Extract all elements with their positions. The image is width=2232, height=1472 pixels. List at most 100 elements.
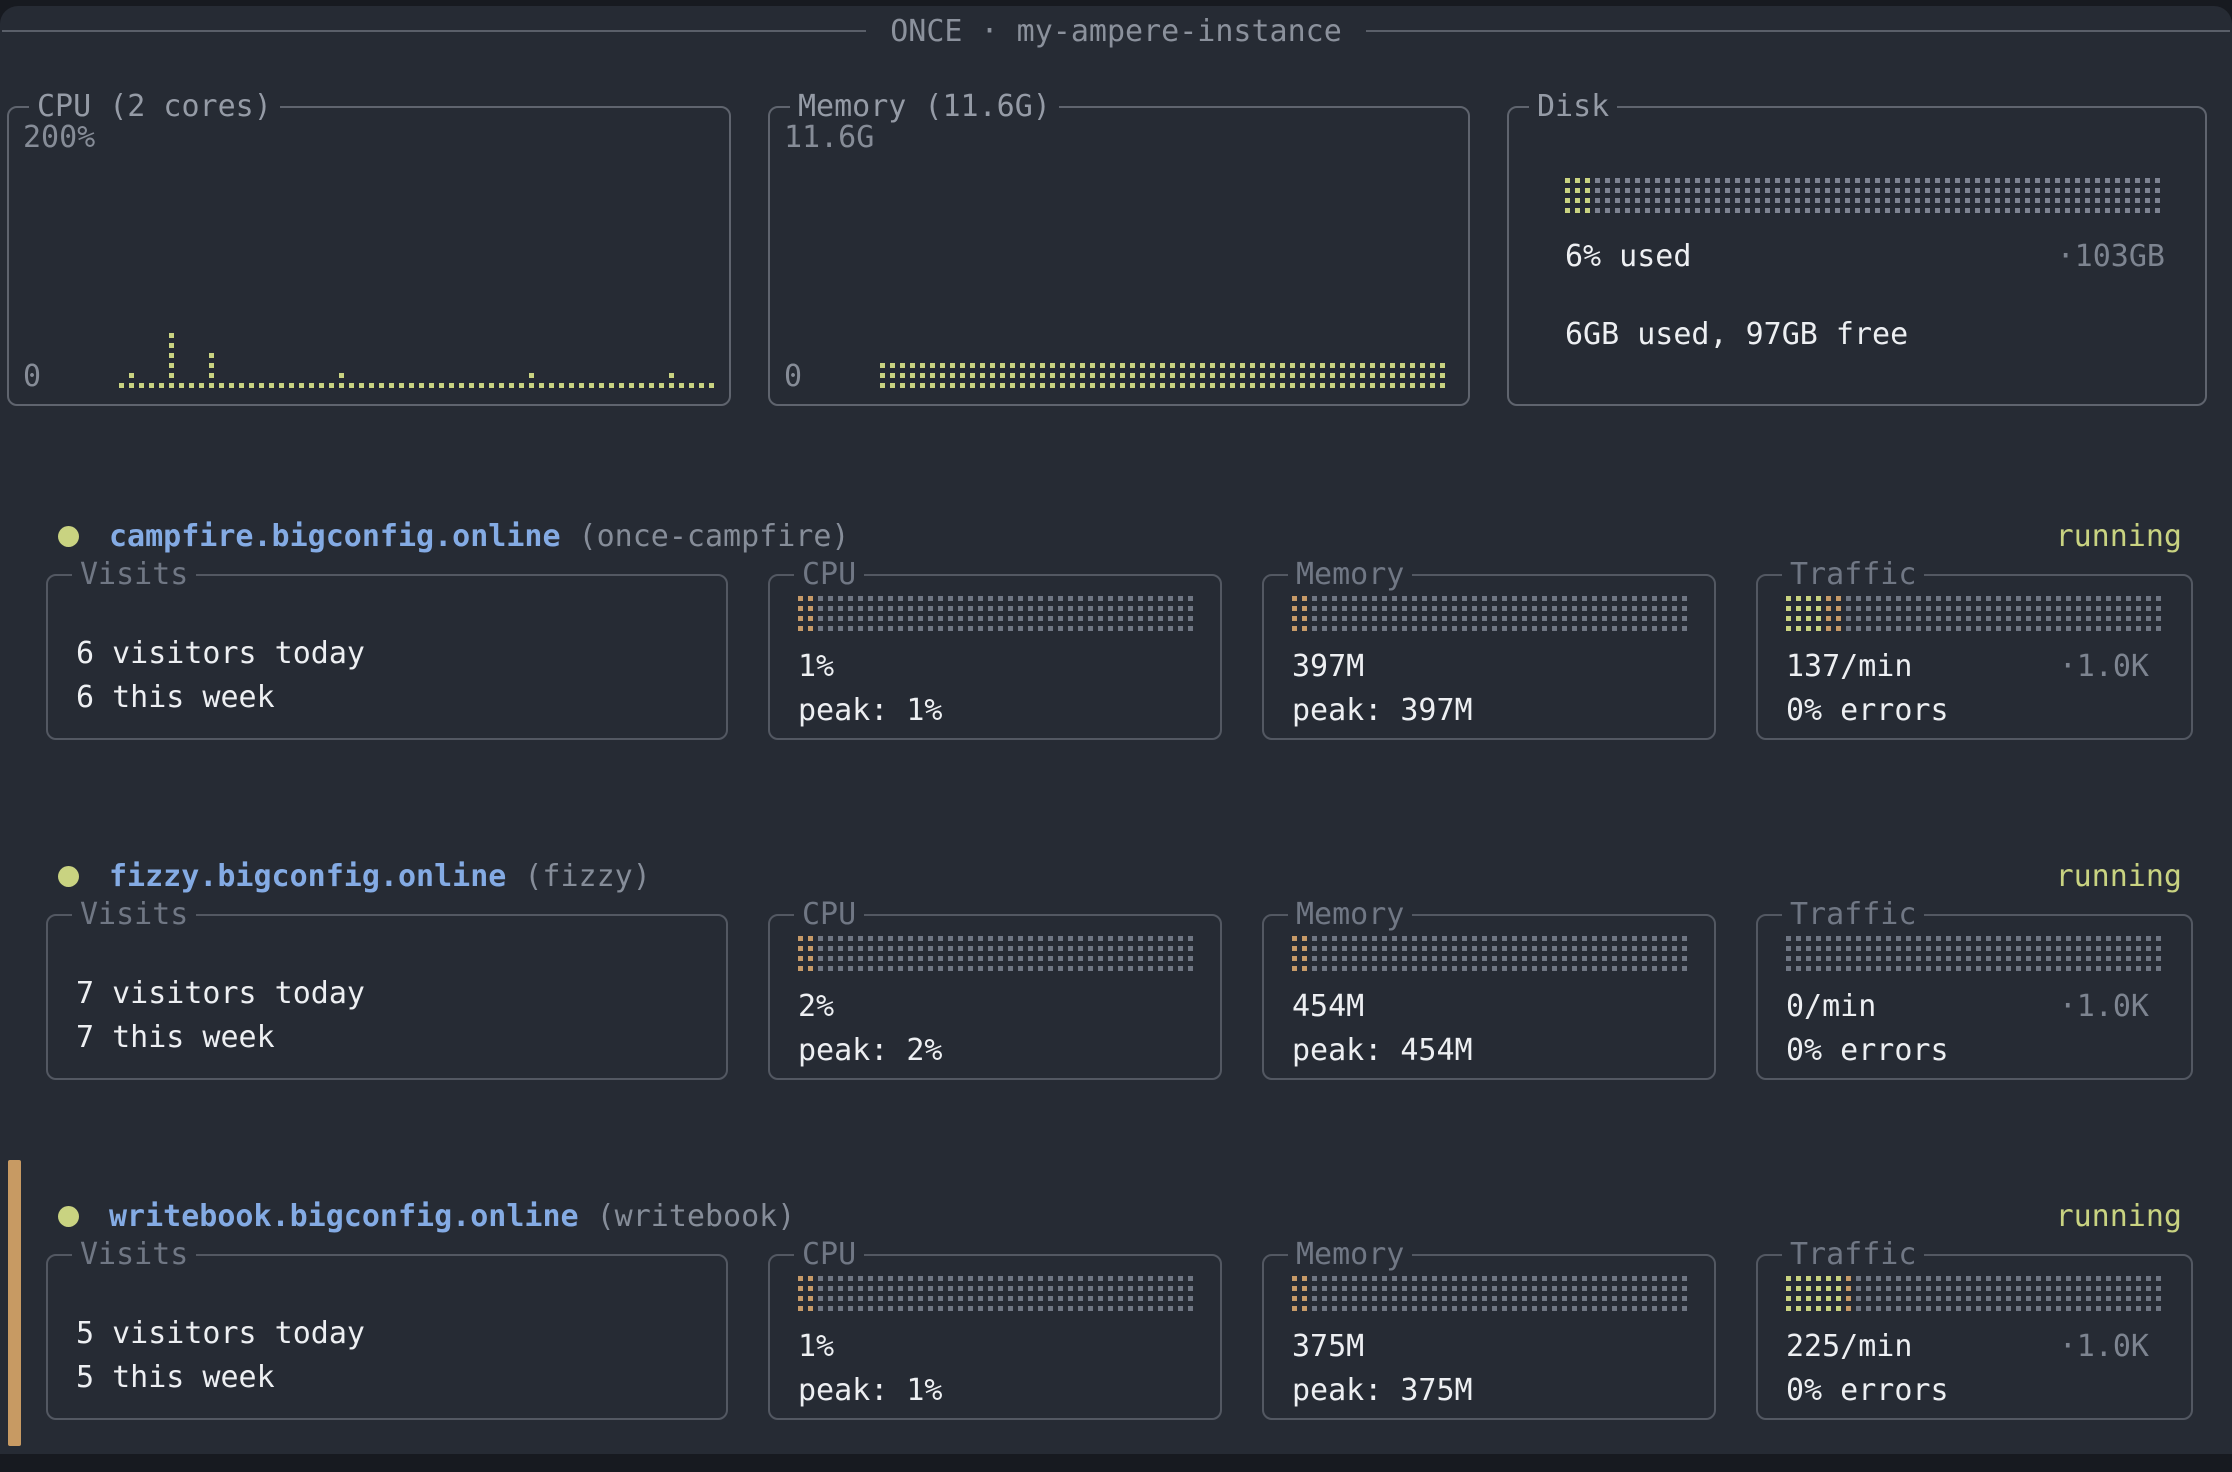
app-status-label: running	[2055, 1198, 2182, 1234]
visits-week: 6 this week	[76, 680, 275, 715]
cpu-box: CPU 1% peak: 1%	[768, 557, 1222, 740]
memory-box-title: Memory	[1288, 557, 1413, 593]
cpu-y-max-label: 200%	[23, 120, 96, 155]
disk-used-percent: 6% used	[1565, 239, 1692, 274]
memory-peak: peak: 375M	[1292, 1373, 1473, 1408]
visits-box: Visits 6 visitors today 6 this week	[46, 557, 728, 740]
memory-y-max-label: 11.6G	[784, 120, 875, 155]
visits-today: 6 visitors today	[76, 636, 365, 671]
traffic-box: Traffic 0/min ·1.0K 0% errors	[1756, 897, 2193, 1080]
traffic-capacity: ·1.0K	[2058, 649, 2149, 684]
visits-box-title: Visits	[72, 897, 197, 933]
app-status-label: running	[2055, 858, 2182, 894]
visits-box-title: Visits	[72, 557, 197, 593]
traffic-errors: 0% errors	[1786, 693, 1949, 728]
memory-box: Memory 375M peak: 375M	[1262, 1237, 1716, 1420]
cpu-value: 1%	[798, 649, 835, 684]
disk-capacity-label: ·103GB	[2056, 239, 2165, 274]
cpu-panel-title: CPU (2 cores)	[29, 89, 280, 125]
window-title: ONCE · my-ampere-instance	[890, 13, 1342, 49]
visits-today: 7 visitors today	[76, 976, 365, 1011]
visits-week: 7 this week	[76, 1020, 275, 1055]
memory-panel: Memory (11.6G) 11.6G 0	[768, 89, 1470, 406]
app-internal-name: (fizzy)	[524, 858, 651, 894]
visits-box: Visits 7 visitors today 7 this week	[46, 897, 728, 1080]
cpu-box: CPU 1% peak: 1%	[768, 1237, 1222, 1420]
memory-usage-bar	[1292, 1276, 1690, 1311]
memory-usage-band	[880, 363, 1454, 388]
disk-detail: 6GB used, 97GB free	[1565, 317, 1909, 352]
traffic-rate: 137/min	[1786, 649, 1913, 684]
disk-panel-title: Disk	[1529, 89, 1618, 125]
cpu-peak: peak: 1%	[798, 1373, 943, 1408]
terminal-window: ONCE · my-ampere-instance CPU (2 cores) …	[0, 6, 2232, 1454]
traffic-capacity: ·1.0K	[2058, 989, 2149, 1024]
app-internal-name: (writebook)	[596, 1198, 796, 1234]
memory-y-min-label: 0	[784, 359, 803, 394]
cpu-box-title: CPU	[794, 1237, 865, 1273]
disk-usage-bar	[1565, 178, 2165, 213]
system-panels-row: CPU (2 cores) 200% 0 Memory (11.6G) 11.6…	[7, 89, 2232, 406]
cpu-usage-bar	[798, 1276, 1196, 1311]
disk-panel: Disk 6% used ·103GB 6GB used, 97GB free	[1507, 89, 2207, 406]
app-sections: campfire.bigconfig.online (once-campfire…	[0, 514, 2232, 1446]
traffic-rate: 225/min	[1786, 1329, 1913, 1364]
app-status-dot-icon	[58, 525, 79, 547]
cpu-value: 1%	[798, 1329, 835, 1364]
cpu-panel: CPU (2 cores) 200% 0	[7, 89, 731, 406]
cpu-box-title: CPU	[794, 897, 865, 933]
traffic-usage-bar	[1786, 596, 2167, 631]
traffic-errors: 0% errors	[1786, 1373, 1949, 1408]
app-section: campfire.bigconfig.online (once-campfire…	[0, 514, 2232, 740]
traffic-box-title: Traffic	[1782, 557, 1925, 593]
memory-box-title: Memory	[1288, 1237, 1413, 1273]
memory-peak: peak: 397M	[1292, 693, 1473, 728]
visits-today: 5 visitors today	[76, 1316, 365, 1351]
traffic-box: Traffic 225/min ·1.0K 0% errors	[1756, 1237, 2193, 1420]
titlebar: ONCE · my-ampere-instance	[2, 13, 2231, 49]
cpu-peak: peak: 1%	[798, 693, 943, 728]
cpu-peak: peak: 2%	[798, 1033, 943, 1068]
memory-usage-bar	[1292, 596, 1690, 631]
app-metric-boxes: Visits 7 visitors today 7 this week CPU …	[46, 897, 2232, 1080]
memory-box-title: Memory	[1288, 897, 1413, 933]
memory-value: 397M	[1292, 649, 1365, 684]
titlebar-rule-left	[2, 30, 867, 32]
app-metric-boxes: Visits 5 visitors today 5 this week CPU …	[46, 1237, 2232, 1420]
app-domain-link[interactable]: campfire.bigconfig.online	[109, 518, 561, 554]
traffic-box-title: Traffic	[1782, 1237, 1925, 1273]
traffic-rate: 0/min	[1786, 989, 1877, 1024]
cpu-box-title: CPU	[794, 557, 865, 593]
app-header: campfire.bigconfig.online (once-campfire…	[58, 514, 2182, 558]
memory-usage-bar	[1292, 936, 1690, 971]
cpu-usage-bar	[798, 596, 1196, 631]
visits-box: Visits 5 visitors today 5 this week	[46, 1237, 728, 1420]
app-status-dot-icon	[58, 865, 79, 887]
cpu-y-min-label: 0	[23, 359, 42, 394]
app-metric-boxes: Visits 6 visitors today 6 this week CPU …	[46, 557, 2232, 740]
traffic-usage-bar	[1786, 936, 2167, 971]
app-internal-name: (once-campfire)	[578, 518, 850, 554]
app-section: fizzy.bigconfig.online (fizzy) running V…	[0, 854, 2232, 1080]
app-domain-link[interactable]: fizzy.bigconfig.online	[109, 858, 507, 894]
traffic-box-title: Traffic	[1782, 897, 1925, 933]
titlebar-rule-right	[1365, 30, 2231, 32]
memory-panel-title: Memory (11.6G)	[790, 89, 1059, 125]
visits-week: 5 this week	[76, 1360, 275, 1395]
memory-value: 375M	[1292, 1329, 1365, 1364]
memory-box: Memory 454M peak: 454M	[1262, 897, 1716, 1080]
cpu-sparkline	[119, 318, 721, 388]
app-domain-link[interactable]: writebook.bigconfig.online	[109, 1198, 579, 1234]
app-header: writebook.bigconfig.online (writebook) r…	[58, 1194, 2182, 1238]
memory-peak: peak: 454M	[1292, 1033, 1473, 1068]
app-section: writebook.bigconfig.online (writebook) r…	[0, 1160, 2232, 1446]
traffic-box: Traffic 137/min ·1.0K 0% errors	[1756, 557, 2193, 740]
traffic-usage-bar	[1786, 1276, 2167, 1311]
app-status-label: running	[2055, 518, 2182, 554]
visits-box-title: Visits	[72, 1237, 197, 1273]
traffic-capacity: ·1.0K	[2058, 1329, 2149, 1364]
cpu-box: CPU 2% peak: 2%	[768, 897, 1222, 1080]
app-header: fizzy.bigconfig.online (fizzy) running	[58, 854, 2182, 898]
traffic-errors: 0% errors	[1786, 1033, 1949, 1068]
cpu-value: 2%	[798, 989, 835, 1024]
